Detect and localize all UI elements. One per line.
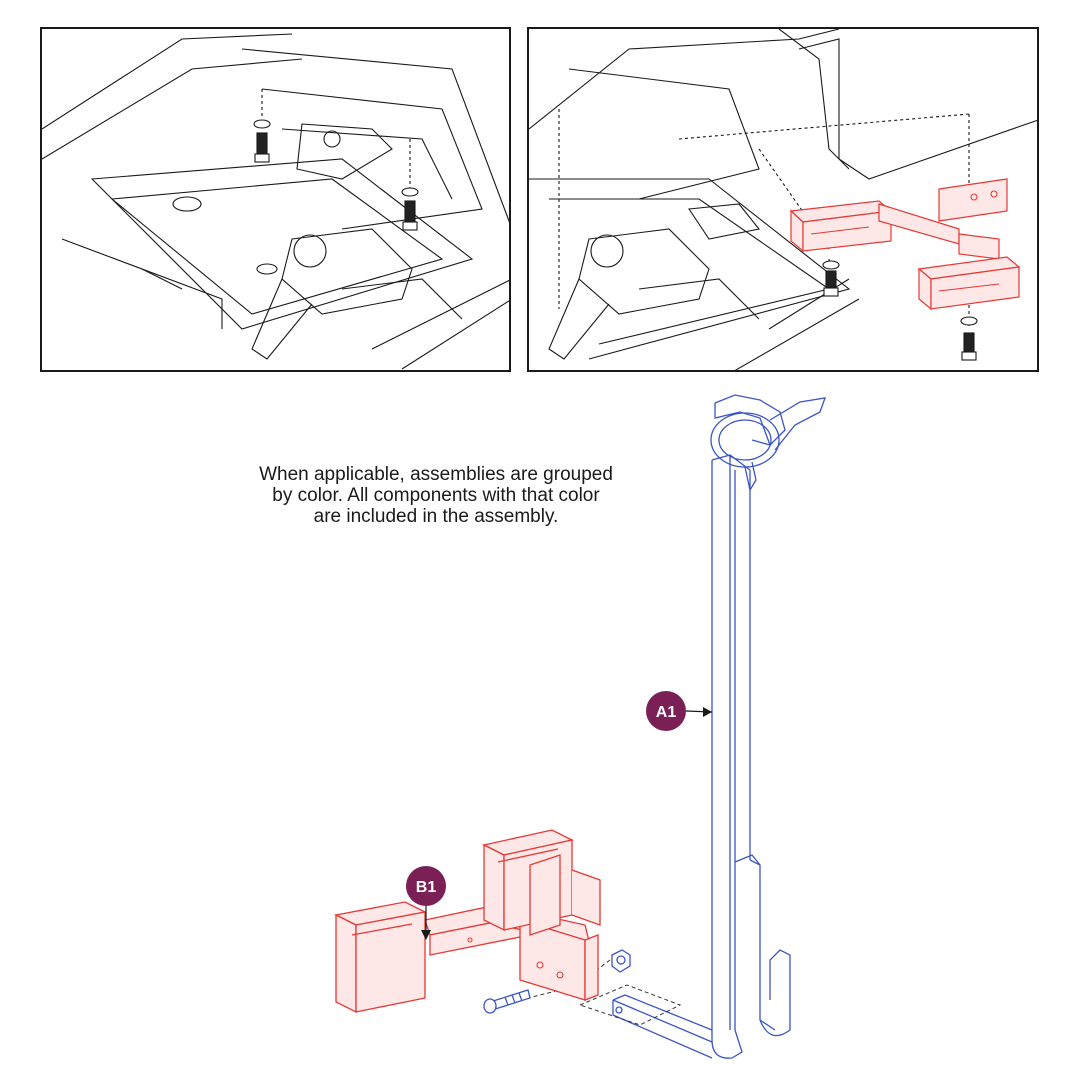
note-line-3: are included in the assembly.	[313, 506, 559, 527]
exploded-parts-view: A1 B1	[333, 394, 826, 1059]
install-view-right-drawing	[529, 29, 1037, 370]
callout-a1-label: A1	[656, 704, 677, 721]
install-view-left-drawing	[42, 33, 509, 370]
note-line-2: by color. All components with that color	[272, 485, 600, 506]
assembly-a1-holder	[612, 394, 826, 1059]
assembly-color-note: When applicable, assemblies are grouped …	[236, 464, 636, 527]
assembly-b1-bracket	[333, 829, 601, 1014]
install-view-left	[40, 27, 511, 372]
callout-b1: B1	[406, 866, 446, 940]
hardware-nut	[611, 949, 631, 973]
callout-a1: A1	[646, 691, 713, 731]
hardware-bolt	[483, 989, 531, 1014]
note-line-1: When applicable, assemblies are grouped	[259, 464, 613, 485]
callout-b1-label: B1	[416, 879, 437, 896]
install-view-right	[527, 27, 1039, 372]
